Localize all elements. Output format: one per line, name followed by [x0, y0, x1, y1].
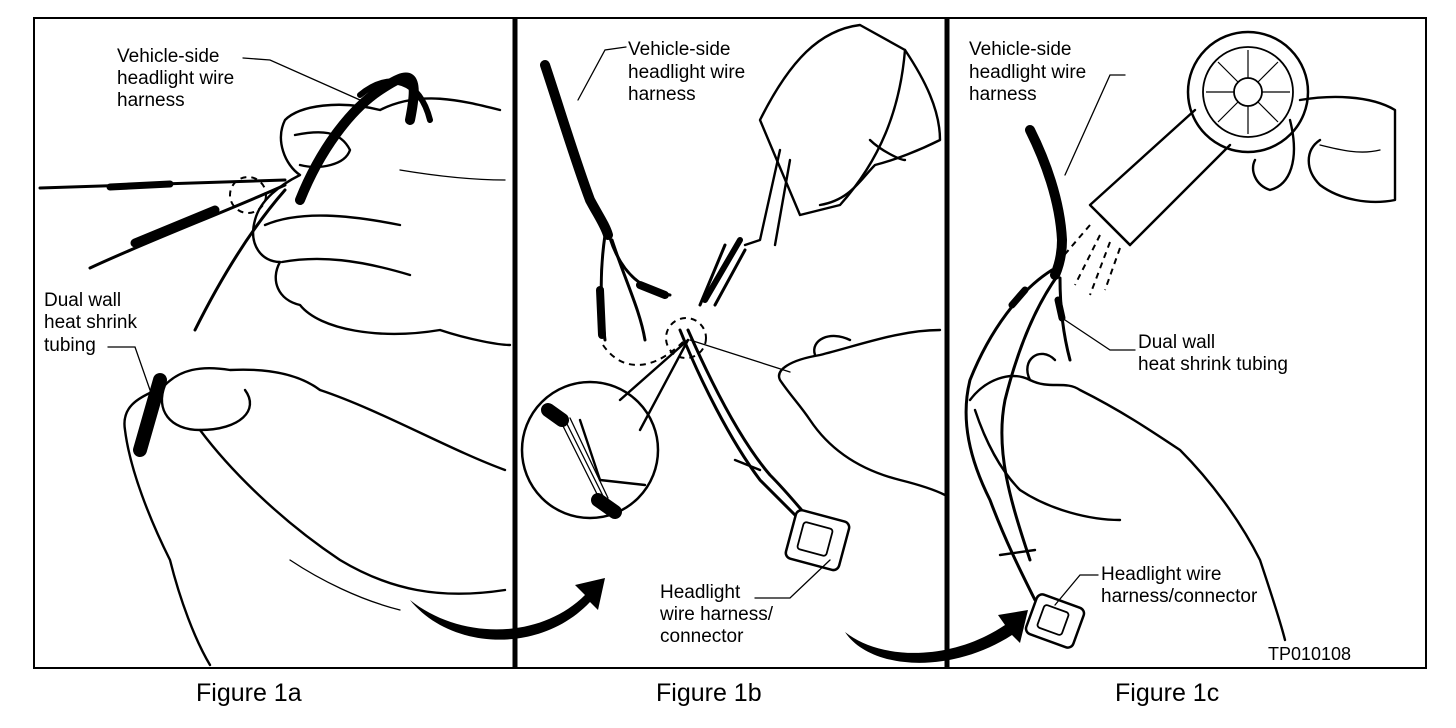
connector-label-1b-line3: connector	[660, 626, 744, 647]
hair-dryer-icon	[1088, 30, 1310, 247]
hot-air-lines	[1059, 224, 1121, 296]
harness-label-1a-line3: harness	[117, 90, 185, 111]
tubing-label-1a-line3: tubing	[44, 335, 96, 356]
hand-lower-1a	[123, 366, 507, 667]
hand-dryer-1c	[1298, 95, 1397, 204]
caption-figure-1a: Figure 1a	[196, 679, 302, 707]
curved-arrow-icon	[410, 578, 605, 640]
harness-label-1b-line3: harness	[628, 84, 696, 105]
panel-1b	[520, 23, 1028, 663]
tubing-label-1a-line2: heat shrink	[44, 312, 137, 333]
tubing-label-1c-line1: Dual wall	[1138, 332, 1215, 353]
panel-1c	[964, 30, 1397, 649]
figure-code: TP010108	[1268, 644, 1351, 664]
harness-label-1b-line2: headlight wire	[628, 62, 745, 83]
harness-label-1c-line3: harness	[969, 84, 1037, 105]
harness-label-1c-line2: headlight wire	[969, 62, 1086, 83]
connector-label-1b-line1: Headlight	[660, 582, 741, 603]
hand-lower-1b	[777, 328, 947, 497]
figure-frame	[33, 17, 1427, 669]
panel-1a	[38, 57, 605, 667]
hand-upper-1a	[252, 97, 512, 347]
vehicle-harness-cable-1a	[295, 72, 419, 205]
caption-figure-1b: Figure 1b	[656, 679, 762, 707]
curved-arrow-icon	[845, 610, 1028, 663]
harness-label-1a-line1: Vehicle-side	[117, 46, 219, 67]
harness-label-1a-line2: headlight wire	[117, 68, 234, 89]
wire-3-1a	[193, 188, 287, 332]
heat-shrink-tubing-1a	[133, 373, 167, 457]
vehicle-harness-cable-1b	[540, 60, 613, 240]
connector-icon	[784, 508, 851, 572]
tubing-label-1a-line1: Dual wall	[44, 290, 121, 311]
connector-icon	[1024, 593, 1086, 649]
connector-label-1b-line2: wire harness/	[659, 604, 774, 625]
tubing-label-1c-line2: heat shrink tubing	[1138, 354, 1288, 375]
harness-label-1c-line1: Vehicle-side	[969, 39, 1071, 60]
vehicle-harness-cable-1c	[1025, 125, 1068, 280]
connector-label-1c-line1: Headlight wire	[1101, 564, 1221, 585]
hand-gun-1b	[818, 48, 942, 207]
harness-label-1b-line1: Vehicle-side	[628, 39, 730, 60]
caption-figure-1c: Figure 1c	[1115, 679, 1219, 707]
connector-label-1c-line2: harness/connector	[1101, 586, 1258, 607]
